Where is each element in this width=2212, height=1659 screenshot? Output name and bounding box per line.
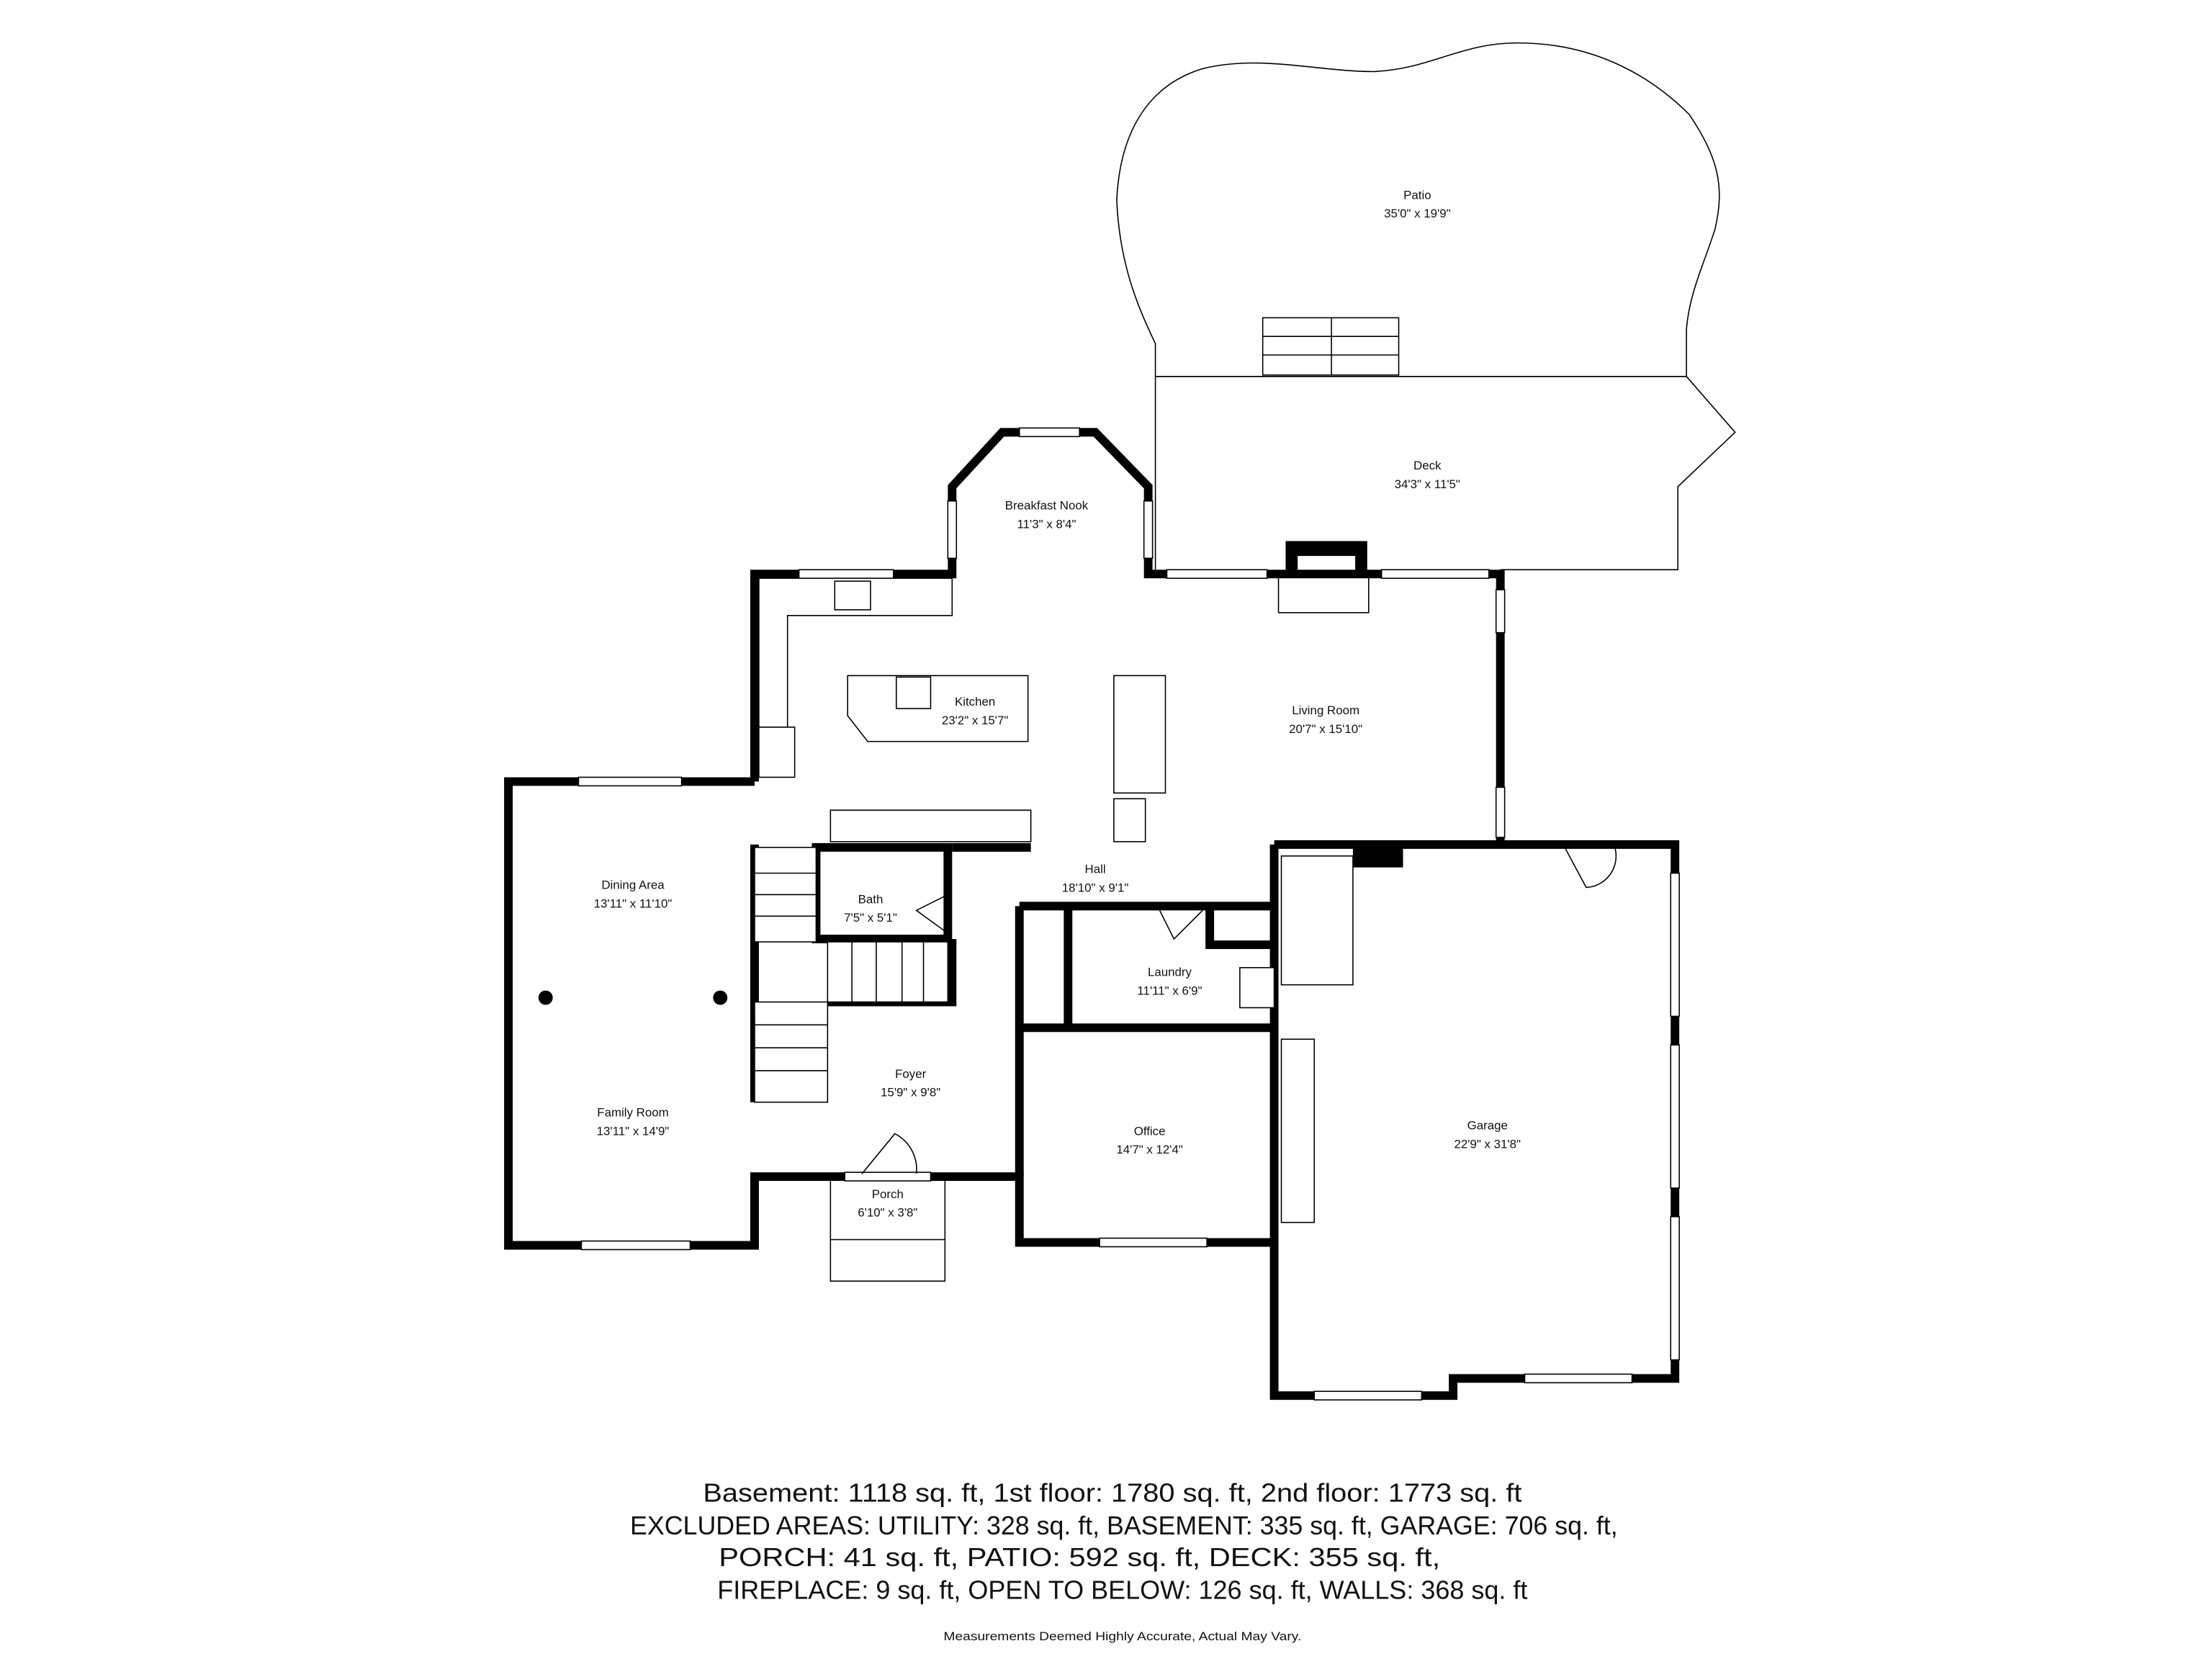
garage-walls [1269, 840, 1680, 1401]
stairs [754, 847, 949, 1103]
deck-outline [1154, 376, 1736, 575]
svg-text:Breakfast Nook: Breakfast Nook [1005, 499, 1089, 513]
svg-text:23'2" x 15'7": 23'2" x 15'7" [942, 714, 1009, 727]
room-label-office: Office 14'7" x 12'4" [1116, 1124, 1183, 1156]
svg-text:Bath: Bath [858, 892, 884, 906]
patio-outline [1116, 42, 1720, 377]
room-label-dining-area: Dining Area 13'11" x 11'10" [594, 878, 673, 910]
svg-text:Dining Area: Dining Area [601, 878, 665, 891]
column [713, 990, 728, 1005]
cooktop [895, 676, 932, 709]
svg-text:35'0" x 19'9": 35'0" x 19'9" [1384, 207, 1451, 220]
garage-door-entry[interactable] [1564, 847, 1617, 889]
svg-text:PORCH: 41 sq. ft, PATIO: 592 s: PORCH: 41 sq. ft, PATIO: 592 sq. ft, DEC… [719, 1543, 1440, 1572]
svg-text:Laundry: Laundry [1148, 966, 1192, 979]
room-label-hall: Hall 18'10" x 9'1" [1062, 863, 1129, 895]
bath-door[interactable] [915, 894, 948, 934]
svg-text:20'7" x 15'10": 20'7" x 15'10" [1289, 722, 1362, 736]
porch-steps [830, 1238, 946, 1282]
room-label-breakfast-nook: Breakfast Nook 11'3" x 8'4" [1005, 499, 1089, 531]
svg-text:Garage: Garage [1467, 1118, 1508, 1132]
column [538, 990, 553, 1005]
area-summary: Basement: 1118 sq. ft, 1st floor: 1780 s… [630, 1478, 1618, 1643]
room-label-family-room: Family Room 13'11" x 14'9" [597, 1106, 670, 1138]
patio-steps [1262, 317, 1400, 376]
svg-text:Patio: Patio [1403, 188, 1431, 202]
kitchen-island [847, 675, 1029, 742]
svg-text:FIREPLACE: 9 sq. ft, OPEN TO B: FIREPLACE: 9 sq. ft, OPEN TO BELOW: 126 … [717, 1576, 1527, 1605]
svg-text:18'10" x 9'1": 18'10" x 9'1" [1062, 881, 1129, 894]
room-label-garage: Garage 22'9" x 31'8" [1454, 1118, 1521, 1151]
room-label-bath: Bath 7'5" x 5'1" [844, 892, 897, 925]
svg-text:22'9" x 31'8": 22'9" x 31'8" [1454, 1137, 1521, 1151]
svg-text:Hall: Hall [1085, 863, 1106, 876]
svg-text:Deck: Deck [1413, 459, 1442, 472]
svg-text:13'11" x 11'10": 13'11" x 11'10" [594, 896, 673, 910]
svg-text:Family Room: Family Room [597, 1106, 668, 1120]
svg-text:14'7" x 12'4": 14'7" x 12'4" [1116, 1143, 1183, 1156]
room-label-living-room: Living Room 20'7" x 15'10" [1289, 703, 1362, 736]
disclaimer: Measurements Deemed Highly Accurate, Act… [943, 1629, 1301, 1643]
svg-text:11'3" x 8'4": 11'3" x 8'4" [1017, 518, 1076, 531]
room-label-porch: Porch 6'10" x 3'8" [858, 1187, 917, 1220]
svg-text:34'3" x 11'5": 34'3" x 11'5" [1395, 477, 1460, 491]
svg-text:EXCLUDED AREAS: UTILITY: 328 s: EXCLUDED AREAS: UTILITY: 328 sq. ft, BAS… [630, 1511, 1618, 1540]
svg-text:Foyer: Foyer [895, 1067, 927, 1081]
svg-text:13'11" x 14'9": 13'11" x 14'9" [597, 1124, 670, 1138]
room-label-deck: Deck 34'3" x 11'5" [1395, 459, 1460, 491]
svg-text:7'5" x 5'1": 7'5" x 5'1" [844, 911, 897, 925]
svg-text:Porch: Porch [872, 1187, 904, 1201]
svg-text:Living Room: Living Room [1292, 703, 1359, 717]
room-label-foyer: Foyer 15'9" x 9'8" [881, 1067, 940, 1100]
room-label-kitchen: Kitchen 23'2" x 15'7" [942, 695, 1009, 727]
room-label-patio: Patio 35'0" x 19'9" [1384, 188, 1451, 220]
front-door[interactable] [861, 1133, 917, 1174]
room-label-laundry: Laundry 11'11" x 6'9" [1137, 966, 1202, 998]
laundry-door[interactable] [1159, 909, 1203, 940]
svg-text:15'9" x 9'8": 15'9" x 9'8" [881, 1086, 940, 1100]
svg-text:6'10" x 3'8": 6'10" x 3'8" [858, 1206, 917, 1220]
kitchen-sink [834, 580, 871, 611]
svg-text:Kitchen: Kitchen [955, 695, 995, 709]
svg-text:Basement: 1118 sq. ft, 1st flo: Basement: 1118 sq. ft, 1st floor: 1780 s… [703, 1478, 1521, 1507]
svg-text:11'11" x 6'9": 11'11" x 6'9" [1137, 984, 1202, 998]
svg-text:Office: Office [1134, 1124, 1166, 1138]
